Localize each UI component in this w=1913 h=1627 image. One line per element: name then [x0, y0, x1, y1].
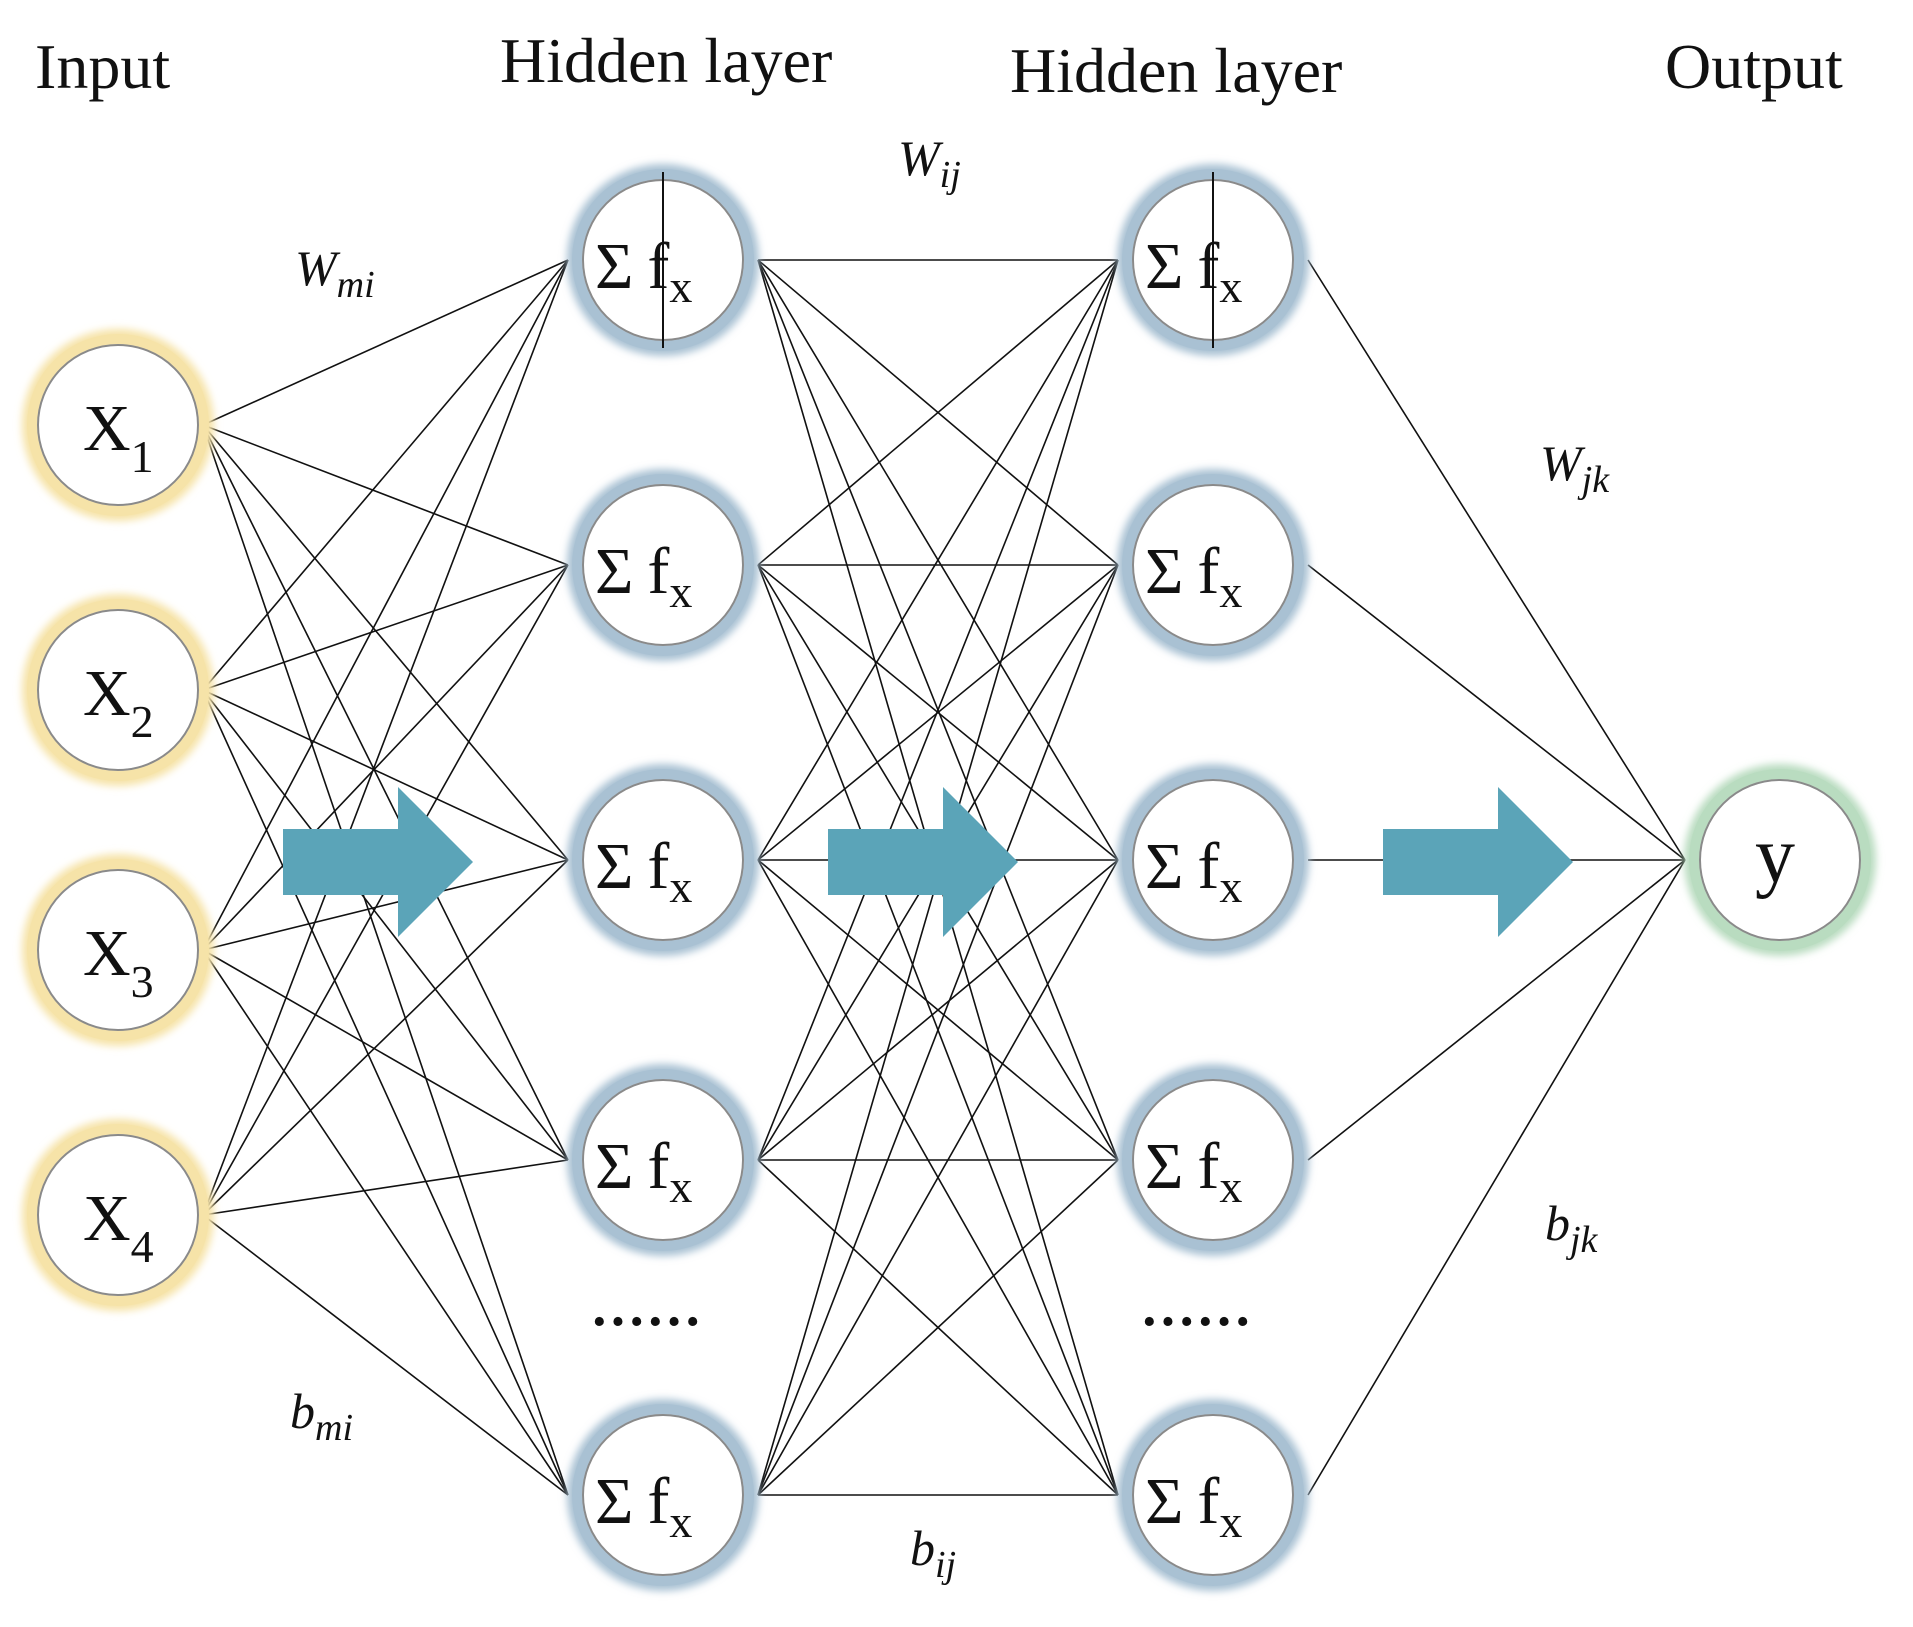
flow-arrow-right-icon: [1383, 787, 1573, 937]
edge-input-hidden1: [202, 859, 569, 1216]
sigma-icon: Σ: [595, 830, 633, 903]
output-node-y: y: [1684, 764, 1876, 956]
svg-text:Wjk: Wjk: [1540, 435, 1610, 501]
edge-hidden1-hidden2: [757, 259, 1119, 1161]
hidden-layer-1-ellipsis: ······: [590, 1291, 702, 1353]
hidden-layer-1-title: Hidden layer: [500, 25, 832, 96]
sigma-icon: Σ: [1145, 535, 1183, 608]
svg-text:X2: X2: [83, 657, 154, 747]
edge-input-hidden1: [202, 259, 569, 426]
sigma-icon: Σ: [1145, 1130, 1183, 1203]
edge-hidden1-hidden2: [757, 1159, 1119, 1496]
svg-text:bmi: bmi: [290, 1383, 353, 1449]
output-column-title: Output: [1665, 31, 1843, 102]
output-layer: y: [1684, 764, 1876, 956]
edge-input-hidden1: [202, 259, 569, 691]
edge-input-hidden1: [202, 424, 569, 861]
edge-input-hidden1: [202, 424, 569, 566]
edge-hidden1-hidden2: [757, 259, 1119, 861]
bias-label-b-mi: bmi: [290, 1383, 353, 1449]
input-column-title: Input: [35, 31, 170, 102]
weight-label-w-jk: Wjk: [1540, 435, 1610, 501]
edge-hidden2-output: [1307, 564, 1686, 861]
edge-hidden1-hidden2: [757, 859, 1119, 1496]
svg-text:Σfx: Σfx: [595, 230, 692, 312]
sigma-icon: Σ: [1145, 830, 1183, 903]
edge-hidden1-hidden2: [757, 259, 1119, 566]
input-node-x4: X4: [22, 1119, 214, 1311]
svg-text:X4: X4: [83, 1182, 154, 1272]
svg-text:Σfx: Σfx: [595, 535, 692, 617]
input-node-x3: X3: [22, 854, 214, 1046]
flow-arrow-right-icon: [828, 787, 1018, 937]
edge-hidden2-output: [1307, 859, 1686, 1496]
hidden-layer-2-ellipsis: ······: [1140, 1291, 1252, 1353]
sigma-icon: Σ: [595, 1130, 633, 1203]
svg-text:Σfx: Σfx: [1145, 830, 1242, 912]
sigma-icon: Σ: [595, 230, 633, 303]
edge-input-hidden1: [202, 564, 569, 951]
edge-hidden1-hidden2: [757, 564, 1119, 861]
flow-arrows: [283, 787, 1573, 937]
edge-input-hidden1: [202, 689, 569, 1496]
input-node-x1: X1: [22, 329, 214, 521]
flow-arrow-right-icon: [283, 787, 473, 937]
svg-text:Σfx: Σfx: [1145, 535, 1242, 617]
edge-input-hidden1: [202, 424, 569, 1161]
edge-input-hidden1: [202, 689, 569, 1161]
svg-text:bjk: bjk: [1545, 1195, 1599, 1261]
edge-input-hidden1: [202, 259, 569, 1216]
edge-input-hidden1: [202, 1159, 569, 1216]
input-node-x2: X2: [22, 594, 214, 786]
svg-text:X3: X3: [83, 917, 154, 1007]
bias-label-b-ij: bij: [910, 1520, 956, 1586]
weight-label-w-mi: Wmi: [295, 240, 375, 306]
svg-text:Σfx: Σfx: [595, 1465, 692, 1547]
edge-input-hidden1: [202, 259, 569, 951]
svg-text:Wij: Wij: [898, 130, 961, 196]
bias-label-b-jk: bjk: [1545, 1195, 1599, 1261]
edge-hidden2-output: [1307, 259, 1686, 861]
svg-text:y: y: [1755, 812, 1795, 900]
edge-input-hidden1: [202, 1214, 569, 1496]
svg-text:Σfx: Σfx: [595, 830, 692, 912]
sigma-icon: Σ: [595, 1465, 633, 1538]
svg-text:Σfx: Σfx: [1145, 230, 1242, 312]
sigma-icon: Σ: [1145, 230, 1183, 303]
sigma-icon: Σ: [595, 535, 633, 608]
svg-text:Σfx: Σfx: [1145, 1465, 1242, 1547]
weight-label-w-ij: Wij: [898, 130, 961, 196]
edge-input-hidden1: [202, 564, 569, 691]
edge-input-hidden1: [202, 949, 569, 1161]
edge-hidden1-hidden2: [757, 859, 1119, 1161]
svg-text:Σfx: Σfx: [595, 1130, 692, 1212]
svg-text:Wmi: Wmi: [295, 240, 375, 306]
edge-input-hidden1: [202, 424, 569, 1496]
svg-text:bij: bij: [910, 1520, 956, 1586]
svg-text:Σfx: Σfx: [1145, 1130, 1242, 1212]
edge-hidden2-output: [1307, 859, 1686, 1161]
sigma-icon: Σ: [1145, 1465, 1183, 1538]
edge-input-hidden1: [202, 949, 569, 1496]
hidden-layer-2-title: Hidden layer: [1010, 35, 1342, 106]
edge-input-hidden1: [202, 859, 569, 951]
svg-text:X1: X1: [83, 392, 154, 482]
edge-input-hidden1: [202, 689, 569, 861]
edge-hidden1-hidden2: [757, 564, 1119, 1496]
